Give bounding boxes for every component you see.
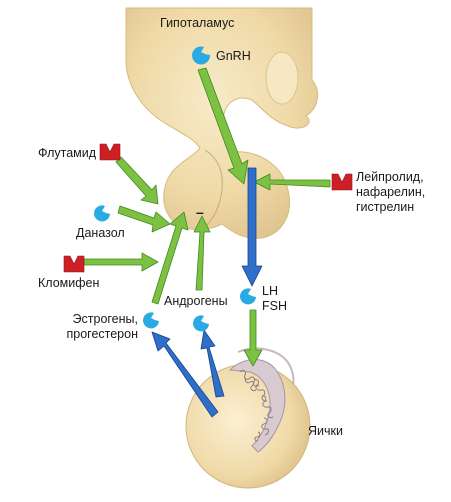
gnrh-ligand-icon	[192, 46, 211, 65]
hypothalamus-label: Гипоталамус	[160, 16, 235, 30]
arrow-androgens-to-pituitary	[193, 215, 211, 291]
androgens-ligand-icon	[193, 315, 209, 332]
arrow-gnrh-to-pituitary	[197, 67, 249, 185]
leuprolide-antagonist-icon	[331, 173, 353, 191]
testes-label: Яички	[308, 424, 343, 438]
arrow-pituitary-to-lhfsh	[241, 167, 263, 287]
estrogens-ligand-icon	[143, 312, 159, 329]
androgens-label: Андрогены	[164, 294, 228, 308]
danazol-ligand-icon	[94, 205, 110, 222]
arrow-clomiphene	[83, 252, 159, 272]
flutamide-antagonist-icon	[99, 143, 121, 161]
negative-feedback-sign: –	[196, 204, 204, 220]
arrow-flutamide	[115, 156, 159, 205]
gnrh-label: GnRH	[216, 49, 251, 63]
lh-fsh-label: LH FSH	[262, 284, 287, 313]
arrow-danazol	[117, 205, 171, 233]
danazol-label: Даназол	[76, 226, 125, 240]
arrow-leuprolide	[253, 173, 331, 191]
antagonist-icons	[63, 143, 353, 273]
epididymis-coils	[239, 369, 274, 442]
arrow-estrogens-to-pituitary	[151, 211, 189, 305]
arrow-testis-to-estrogens	[151, 331, 219, 418]
clomiphene-antagonist-icon	[63, 255, 85, 273]
flutamide-label: Флутамид	[38, 146, 97, 160]
leuprolide-label: Лейпролид, нафарелин, гистрелин	[356, 170, 426, 214]
testis-shape	[185, 347, 311, 489]
estrogens-label: Эстрогены, прогестерон	[66, 312, 138, 341]
clomiphene-label: Кломифен	[38, 276, 100, 290]
ligand-icons	[94, 46, 256, 332]
lhfsh-ligand-icon	[240, 288, 256, 305]
arrow-lhfsh-to-testis	[243, 309, 263, 367]
arrow-testis-to-androgens	[200, 329, 225, 398]
feedback-arrows	[151, 167, 263, 418]
stimulatory-arrows	[83, 67, 331, 367]
